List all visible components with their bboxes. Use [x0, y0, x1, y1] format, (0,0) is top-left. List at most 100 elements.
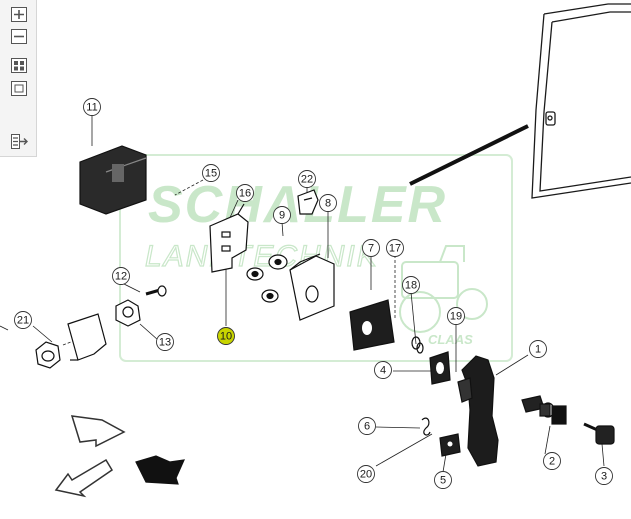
callout-marker	[374, 361, 392, 379]
callout-21[interactable]: 21	[14, 311, 32, 329]
callout-label: 4	[380, 365, 386, 377]
callout-label: 20	[360, 469, 372, 481]
part-21-latch-bracket	[67, 313, 107, 361]
callout-marker	[83, 98, 101, 116]
callout-label: 6	[364, 421, 370, 433]
part-bolt-head	[35, 341, 61, 369]
callout-marker	[543, 452, 561, 470]
callout-19[interactable]: 19	[447, 307, 465, 325]
callout-5[interactable]: 5	[434, 471, 452, 489]
callout-marker	[447, 307, 465, 325]
callout-marker	[112, 267, 130, 285]
callout-marker	[362, 239, 380, 257]
part-22-clip	[297, 189, 319, 215]
watermark-brand: SCHALLER	[148, 176, 447, 234]
callout-label: 21	[17, 315, 29, 327]
callout-label: 15	[205, 168, 217, 180]
part-4-gasket	[429, 351, 451, 385]
part-2-lock-cylinder	[521, 395, 567, 425]
plus-icon	[11, 7, 27, 22]
callout-label: 5	[440, 475, 446, 487]
callout-16[interactable]: 16	[236, 184, 254, 202]
list-arrow-icon	[11, 134, 28, 149]
part-18-washer	[411, 336, 424, 354]
callout-label: 12	[115, 271, 127, 283]
callout-11[interactable]: 11	[83, 98, 101, 116]
zoom-out-button[interactable]	[11, 29, 27, 44]
callout-marker	[14, 311, 32, 329]
parts	[35, 145, 615, 467]
callout-marker	[434, 471, 452, 489]
watermark-subtitle: LANDTECHNIK	[145, 240, 379, 273]
callout-2[interactable]: 2	[543, 452, 561, 470]
callout-12[interactable]: 12	[112, 267, 130, 285]
callout-marker	[298, 170, 316, 188]
callout-marker	[386, 239, 404, 257]
callout-1[interactable]: 1	[529, 340, 547, 358]
callout-label: 19	[450, 311, 462, 323]
callout-marker	[202, 164, 220, 182]
callout-20[interactable]: 20	[357, 465, 375, 483]
part-3-key	[583, 422, 615, 445]
callout-18[interactable]: 18	[402, 276, 420, 294]
part-7-rubber-pad	[349, 299, 395, 351]
callout-6[interactable]: 6	[358, 417, 376, 435]
callout-label: 13	[159, 337, 171, 349]
cab-door-outline	[531, 3, 631, 199]
callout-marker	[402, 276, 420, 294]
grid-icon	[11, 58, 27, 73]
callout-13[interactable]: 13	[156, 333, 174, 351]
minus-icon	[11, 29, 27, 44]
zoom-in-button[interactable]	[11, 7, 27, 22]
callout-label: 18	[405, 280, 417, 292]
callout-marker	[236, 184, 254, 202]
callout-marker	[529, 340, 547, 358]
diagram-toolbar	[0, 0, 37, 157]
callout-9[interactable]: 9	[273, 206, 291, 224]
navigation-arrows	[54, 415, 185, 498]
callout-marker	[156, 333, 174, 351]
callout-label: 10	[220, 331, 232, 343]
callout-4[interactable]: 4	[374, 361, 392, 379]
part-11-cover	[79, 145, 147, 215]
nav-arrow-down-left-icon[interactable]	[54, 458, 114, 498]
door-seal-strip	[409, 124, 529, 186]
grid-view-button[interactable]	[11, 58, 27, 73]
nav-arrow-right-icon[interactable]	[135, 455, 185, 485]
export-button[interactable]	[11, 134, 28, 149]
callout-marker	[595, 467, 613, 485]
part-1-door-handle	[457, 355, 499, 467]
watermark-tractor-icon	[399, 245, 488, 333]
callout-label: 9	[279, 210, 285, 222]
callout-marker	[273, 206, 291, 224]
callout-label: 17	[389, 243, 401, 255]
part-8-striker-plate	[289, 253, 335, 321]
part-9-spacers	[246, 254, 288, 303]
callout-marker	[217, 327, 235, 345]
callout-label: 22	[301, 174, 313, 186]
callout-3[interactable]: 3	[595, 467, 613, 485]
part-13-nut	[115, 299, 141, 327]
nav-arrow-up-icon[interactable]	[70, 415, 126, 448]
callout-label: 2	[549, 456, 555, 468]
callout-8[interactable]: 8	[319, 194, 337, 212]
callout-7[interactable]: 7	[362, 239, 380, 257]
callout-label: 7	[368, 243, 374, 255]
part-16-bracket	[209, 203, 249, 273]
callout-17[interactable]: 17	[386, 239, 404, 257]
callout-label: 16	[239, 188, 251, 200]
square-icon	[11, 81, 27, 96]
callout-22[interactable]: 22	[298, 170, 316, 188]
callout-15[interactable]: 15	[202, 164, 220, 182]
single-view-button[interactable]	[11, 81, 27, 96]
watermark: SCHALLER LANDTECHNIK CLAAS	[119, 154, 513, 362]
callout-label: 3	[601, 471, 607, 483]
callout-10[interactable]: 10	[217, 327, 235, 345]
watermark-frame	[119, 154, 513, 362]
watermark-logo: CLAAS	[428, 332, 473, 347]
callout-label: 1	[535, 344, 541, 356]
callout-label: 11	[86, 102, 97, 114]
